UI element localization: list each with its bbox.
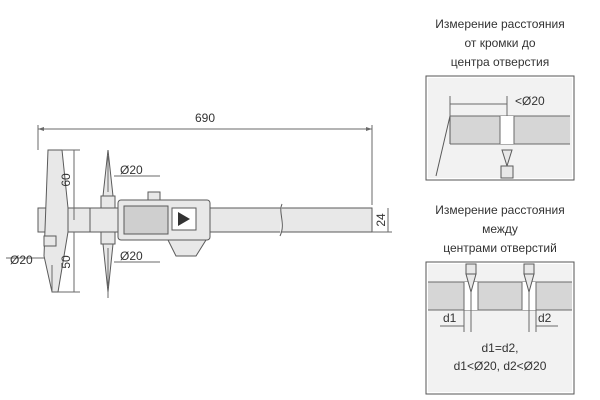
panel2-formula-line1: d1=d2, [481, 341, 518, 355]
display-thumb-wheel [167, 239, 207, 257]
panel2-tip-right [523, 273, 535, 294]
upper-tip-label: Ø20 [120, 163, 143, 177]
panel2-tip-right-holder [523, 263, 535, 275]
panel1-hole [500, 116, 514, 144]
panel2-formula-line2: d1<Ø20, d2<Ø20 [454, 359, 547, 373]
upper-jaw-label: 60 [59, 173, 73, 187]
lower-tip-label: Ø20 [120, 249, 143, 263]
panel2-tip-left [465, 273, 477, 294]
panel1-caption-line3: центра отверстия [451, 55, 549, 69]
beam-height-label: 24 [374, 213, 388, 227]
panel-center-to-center: Измерение расстояния между центрами отве… [425, 203, 575, 395]
upper-tip-holder [100, 195, 116, 209]
play-triangle-icon [178, 212, 190, 226]
left-tip-label: Ø20 [10, 253, 33, 267]
length-arrow-left [38, 127, 44, 131]
panel2-caption-line3: центрами отверстий [443, 241, 557, 255]
panel1-caption-line2: от кромки до [464, 36, 535, 50]
lower-tip-holder [100, 231, 116, 245]
panel1-caption-line1: Измерение расстояния [435, 17, 564, 31]
length-arrow-right [366, 127, 372, 131]
fixed-jaw-pin [43, 235, 57, 247]
panel-edge-to-center: Измерение расстояния от кромки до центра… [425, 17, 575, 181]
panel2-workpiece [428, 282, 572, 310]
slider-jaw-body [89, 207, 121, 233]
caliper-drawing: 690 24 60 50 Ø20 Ø20 [6, 111, 392, 298]
lock-screw [147, 191, 161, 201]
panel1-tip-holder [500, 165, 514, 179]
panel2-d2-label: d2 [538, 311, 552, 325]
panel2-tip-left-holder [465, 263, 477, 275]
fixed-jaw [43, 149, 69, 293]
beam-break-mark [279, 203, 283, 237]
panel2-d1-label: d1 [443, 311, 457, 325]
lower-jaw-label: 50 [59, 255, 73, 269]
panel1-diameter-label: <Ø20 [515, 94, 545, 108]
lcd-screen [123, 205, 169, 235]
panel1-tip [501, 149, 513, 168]
length-label: 690 [195, 111, 215, 125]
panel2-caption-line2: между [482, 222, 518, 236]
panel2-caption-line1: Измерение расстояния [435, 203, 564, 217]
